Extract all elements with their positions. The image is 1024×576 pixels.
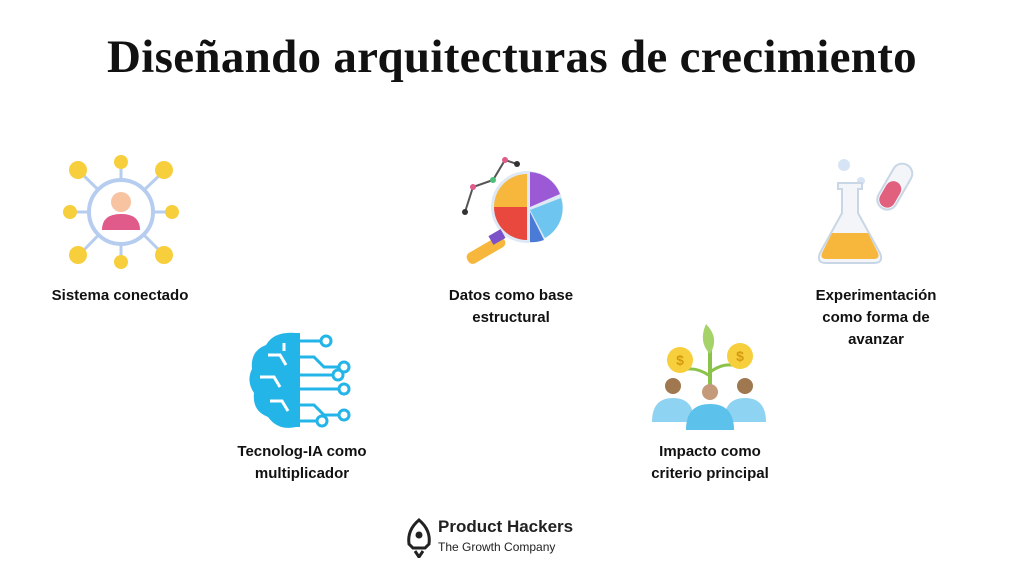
brand-name: Product Hackers [438,517,574,536]
brand-tagline: The Growth Company [438,540,556,554]
item-label: Tecnolog-IA como multiplicador [237,443,367,482]
item-label: Sistema conectado [51,287,189,304]
svg-text:$: $ [676,352,684,368]
lab-flask-icon [817,159,914,264]
ai-brain-circuit-icon [249,332,351,428]
svg-text:$: $ [736,348,744,364]
data-magnifier-chart-icon [462,157,563,264]
item-label: Experimentación como forma de avanzar [815,287,937,348]
connected-person-icon [63,155,179,269]
item-label: Impacto como criterio principal [651,443,769,482]
item-label: Datos como base estructural [448,287,574,326]
plant-coins-people-icon: $ $ [652,324,766,430]
rocket-logo-icon [407,518,431,558]
page-title: Diseñando arquitecturas de crecimiento [107,31,917,83]
brand-footer: Product Hackers The Growth Company [405,516,605,560]
